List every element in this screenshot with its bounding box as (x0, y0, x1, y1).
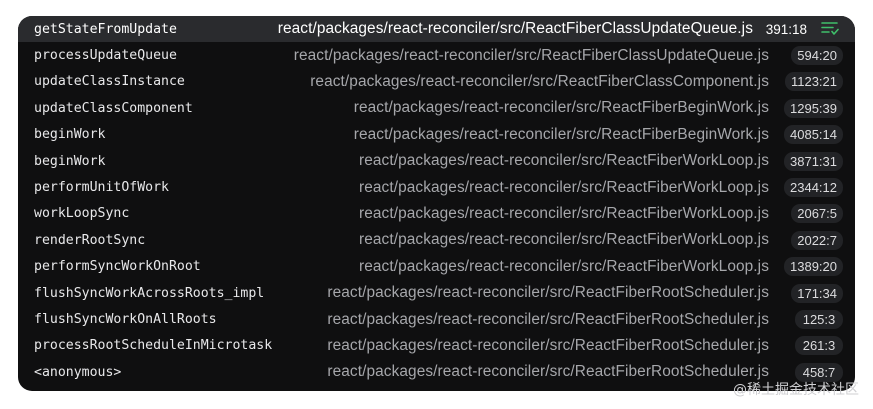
stack-frame-row[interactable]: getStateFromUpdate react/packages/react-… (18, 16, 855, 43)
frame-line-location: 2344:12 (784, 178, 843, 198)
frame-function-name: beginWork (34, 127, 106, 143)
frame-file-path: react/packages/react-reconciler/src/Reac… (310, 72, 769, 90)
stack-frame-row[interactable]: updateClassInstance react/packages/react… (18, 69, 855, 95)
frame-file-path: react/packages/react-reconciler/src/Reac… (327, 284, 769, 302)
frame-line-location: 2022:7 (791, 230, 843, 250)
frame-file-path: react/packages/react-reconciler/src/Reac… (353, 99, 769, 117)
frame-line-location: 4085:14 (784, 125, 843, 145)
frame-file-path: react/packages/react-reconciler/src/Reac… (293, 46, 769, 64)
stack-frame-row[interactable]: renderRootSync react/packages/react-reco… (18, 227, 855, 253)
stack-frame-row[interactable]: workLoopSync react/packages/react-reconc… (18, 201, 855, 227)
stack-frame-row[interactable]: performUnitOfWork react/packages/react-r… (18, 174, 855, 200)
frame-line-location: 125:3 (795, 310, 843, 330)
stack-frame-row[interactable]: processUpdateQueue react/packages/react-… (18, 42, 855, 68)
stack-frame-row[interactable]: flushSyncWorkAcrossRoots_impl react/pack… (18, 280, 855, 306)
frame-line-location: 2067:5 (791, 204, 843, 224)
frame-file-path: react/packages/react-reconciler/src/Reac… (358, 152, 769, 170)
frame-line-location: 391:18 (765, 21, 807, 37)
frame-function-name: <anonymous> (34, 364, 122, 380)
call-stack-panel: getStateFromUpdate react/packages/react-… (18, 16, 855, 391)
frame-function-name: flushSyncWorkAcrossRoots_impl (34, 285, 265, 301)
stack-frame-row[interactable]: performSyncWorkOnRoot react/packages/rea… (18, 254, 855, 280)
frame-line-location: 1389:20 (784, 257, 843, 277)
frame-line-location: 1295:39 (784, 98, 843, 118)
frame-line-location: 171:34 (791, 283, 843, 303)
frame-file-path: react/packages/react-reconciler/src/Reac… (358, 257, 769, 275)
frame-function-name: flushSyncWorkOnAllRoots (34, 312, 217, 328)
stack-frame-row[interactable]: beginWork react/packages/react-reconcile… (18, 148, 855, 174)
frame-file-path: react/packages/react-reconciler/src/Reac… (277, 20, 753, 38)
frame-function-name: processRootScheduleInMicrotask (34, 338, 273, 354)
frame-function-name: renderRootSync (34, 232, 146, 248)
stack-frame-row[interactable]: processRootScheduleInMicrotask react/pac… (18, 333, 855, 359)
frame-function-name: processUpdateQueue (34, 48, 177, 64)
frame-line-location: 261:3 (795, 336, 843, 356)
frame-file-path: react/packages/react-reconciler/src/Reac… (327, 336, 769, 354)
stack-frame-row[interactable]: <anonymous> react/packages/react-reconci… (18, 359, 855, 385)
frame-function-name: updateClassInstance (34, 74, 185, 90)
frame-function-name: performSyncWorkOnRoot (34, 259, 201, 275)
frame-file-path: react/packages/react-reconciler/src/Reac… (358, 178, 769, 196)
frame-file-path: react/packages/react-reconciler/src/Reac… (358, 231, 769, 249)
stack-frame-row[interactable]: flushSyncWorkOnAllRoots react/packages/r… (18, 306, 855, 332)
stack-frame-row[interactable]: updateClassComponent react/packages/reac… (18, 95, 855, 121)
frame-line-location: 3871:31 (784, 151, 843, 171)
frame-file-path: react/packages/react-reconciler/src/Reac… (358, 204, 769, 222)
frame-file-path: react/packages/react-reconciler/src/Reac… (327, 310, 769, 328)
frame-function-name: getStateFromUpdate (34, 21, 177, 37)
stack-frame-row[interactable]: beginWork react/packages/react-reconcile… (18, 122, 855, 148)
filter-lines-icon[interactable] (821, 21, 839, 37)
frame-line-location: 458:7 (795, 362, 843, 382)
frame-function-name: performUnitOfWork (34, 180, 169, 196)
watermark: @稀土掘金技术社区 (733, 382, 859, 398)
frame-function-name: beginWork (34, 153, 106, 169)
frame-file-path: react/packages/react-reconciler/src/Reac… (353, 125, 769, 143)
frame-function-name: updateClassComponent (34, 100, 193, 116)
frame-file-path: react/packages/react-reconciler/src/Reac… (327, 363, 769, 381)
frame-function-name: workLoopSync (34, 206, 130, 222)
frame-line-location: 594:20 (791, 46, 843, 66)
frame-line-location: 1123:21 (784, 72, 843, 92)
